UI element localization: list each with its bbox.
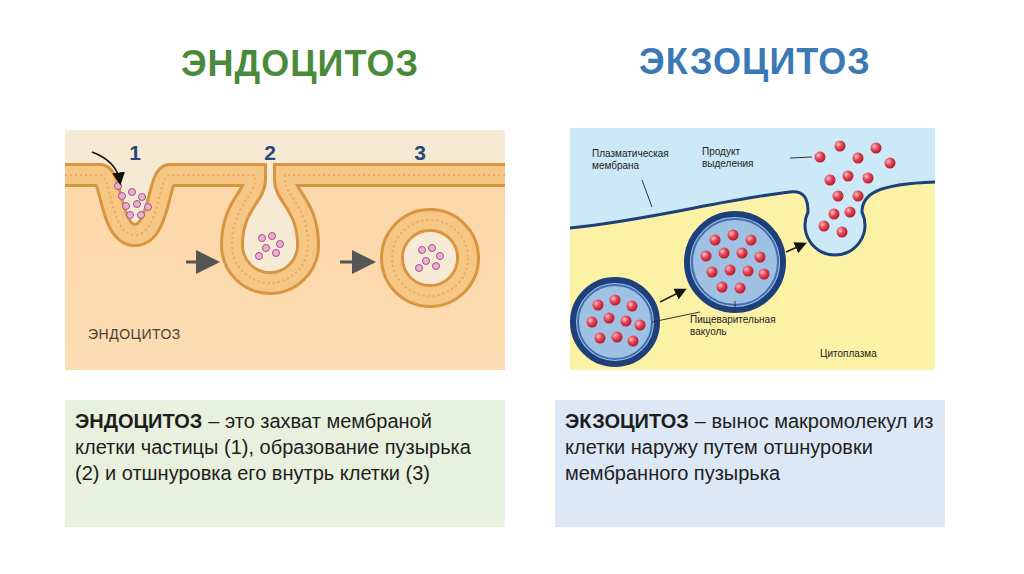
heading: ЭНДОЦИТОЗ (181, 42, 419, 85)
part-label: Плазматическая мембрана (592, 148, 687, 171)
heading: ЭКЗОЦИТОЗ (639, 40, 871, 83)
part-label: Продукт выделения (702, 146, 788, 169)
exocytosis-illustration (570, 128, 935, 370)
panel-label: ЭНДОЦИТОЗ (88, 326, 181, 343)
term-heading: ЭКЗОЦИТОЗ (565, 410, 689, 432)
callout-number: 1 (129, 140, 141, 165)
definition-box: ЭКЗОЦИТОЗ– вынос макромолекул из клетки … (555, 400, 945, 527)
definition-box: ЭНДОЦИТОЗ– это захват мембраной клетки ч… (65, 400, 505, 527)
part-label: Пищеварительная вакуоль (690, 314, 794, 337)
callout-number: 2 (264, 140, 276, 165)
part-label: Цитоплазма (820, 348, 877, 360)
term-heading: ЭНДОЦИТОЗ (75, 410, 202, 432)
callout-number: 3 (414, 140, 426, 165)
endocytosis-illustration (65, 130, 505, 370)
